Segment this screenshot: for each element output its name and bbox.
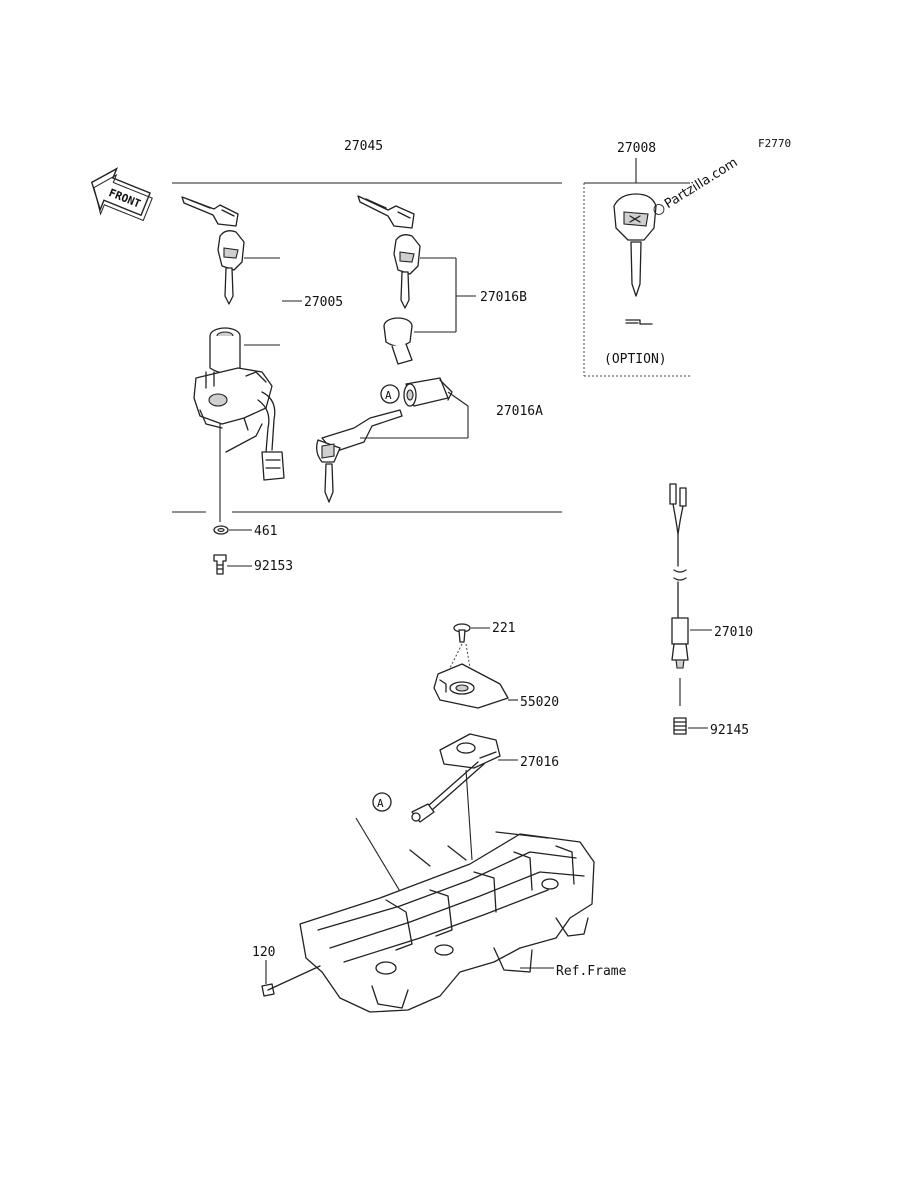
neutral-switch-27010: [669, 483, 689, 669]
part-label-92145[interactable]: 92145: [710, 723, 749, 738]
option-key-profile-icon: [625, 319, 653, 325]
leader-27016a-top: [447, 391, 469, 407]
part-label-27005[interactable]: 27005: [304, 295, 343, 310]
cover-55020: [433, 663, 509, 709]
screw-221: [453, 623, 471, 643]
lock-cylinder-27016a: [403, 377, 453, 407]
part-label-221[interactable]: 221: [492, 621, 515, 636]
ref-marker-a-lower-label: A: [377, 797, 384, 810]
option-label: (OPTION): [604, 352, 667, 367]
part-label-120[interactable]: 120: [252, 945, 275, 960]
leader-a-lower: [355, 817, 405, 899]
watermark-label: Partzilla.com: [662, 155, 740, 212]
front-arrow-icon: FRONT: [90, 167, 153, 222]
washer-461: [213, 525, 229, 535]
ref-marker-a-upper: A: [380, 384, 400, 404]
part-label-55020[interactable]: 55020: [520, 695, 559, 710]
bolt-120: [261, 965, 321, 997]
key-blank-top-right: [357, 195, 415, 229]
key-27016a: [316, 409, 403, 503]
part-label-27010[interactable]: 27010: [714, 625, 753, 640]
axis-27016: [465, 769, 473, 861]
part-label-27016a[interactable]: 27016A: [496, 404, 543, 419]
seat-lock-27016: [411, 733, 501, 823]
watermark: Partzilla.com: [653, 155, 741, 215]
key-blank-top-left: [181, 196, 239, 227]
key-27005: [217, 230, 245, 305]
key-27016b: [393, 234, 421, 309]
seat-lock-27016b: [383, 317, 413, 365]
bolt-92153: [213, 554, 227, 575]
part-label-461[interactable]: 461: [254, 524, 277, 539]
part-label-27045[interactable]: 27045: [344, 139, 383, 154]
option-key-27008: [613, 193, 657, 297]
part-label-27008[interactable]: 27008: [617, 141, 656, 156]
part-label-27016b[interactable]: 27016B: [480, 290, 527, 305]
part-label-ref-frame[interactable]: Ref.Frame: [556, 964, 627, 979]
ignition-switch-assembly: [193, 327, 285, 481]
frame: [299, 831, 595, 1013]
ref-marker-a-lower: A: [372, 792, 392, 812]
part-label-27016[interactable]: 27016: [520, 755, 559, 770]
ref-marker-a-upper-label: A: [385, 389, 392, 402]
washer-92145: [673, 717, 687, 735]
part-label-92153[interactable]: 92153: [254, 559, 293, 574]
figure-code: F2770: [758, 137, 791, 150]
